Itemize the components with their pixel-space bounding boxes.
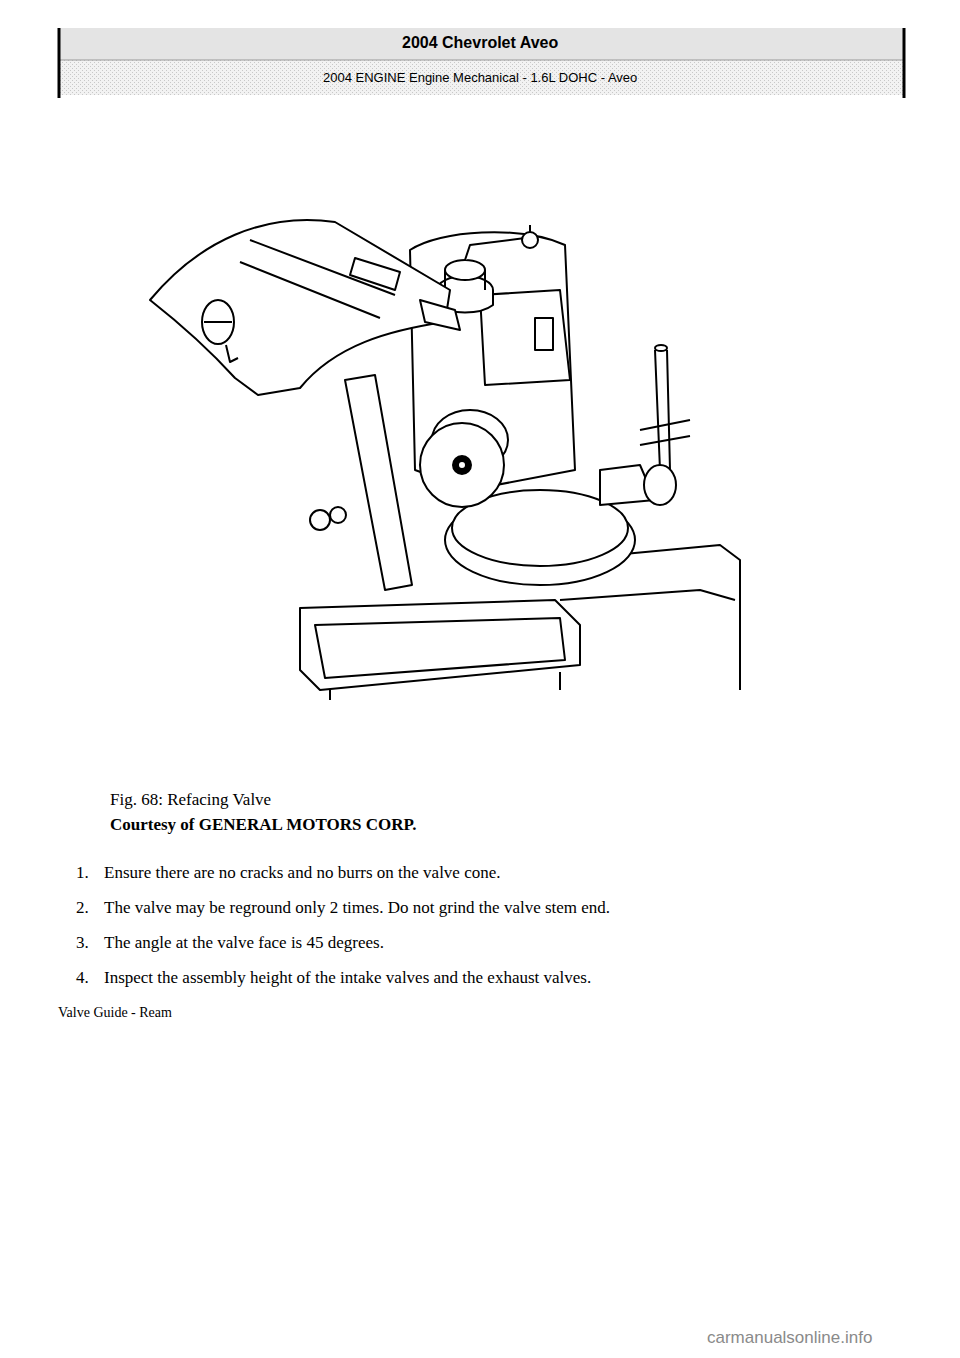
step-number: 1. [76,863,89,883]
page-title: 2004 Chevrolet Aveo [402,34,558,52]
figure-credit: Courtesy of GENERAL MOTORS CORP. [110,815,417,835]
figure-caption: Fig. 68: Refacing Valve [110,790,271,810]
step-text: Inspect the assembly height of the intak… [104,968,591,988]
watermark: carmanualsonline.info [707,1328,872,1348]
step-number: 2. [76,898,89,918]
step-text: Ensure there are no cracks and no burrs … [104,863,501,883]
step-text: The angle at the valve face is 45 degree… [104,933,384,953]
valve-refacer-illustration [150,220,740,700]
step-text: The valve may be reground only 2 times. … [104,898,610,918]
header-frame [58,28,905,98]
step-number: 3. [76,933,89,953]
step-number: 4. [76,968,89,988]
page-subtitle: 2004 ENGINE Engine Mechanical - 1.6L DOH… [323,70,637,85]
section-heading: Valve Guide - Ream [58,1005,172,1021]
